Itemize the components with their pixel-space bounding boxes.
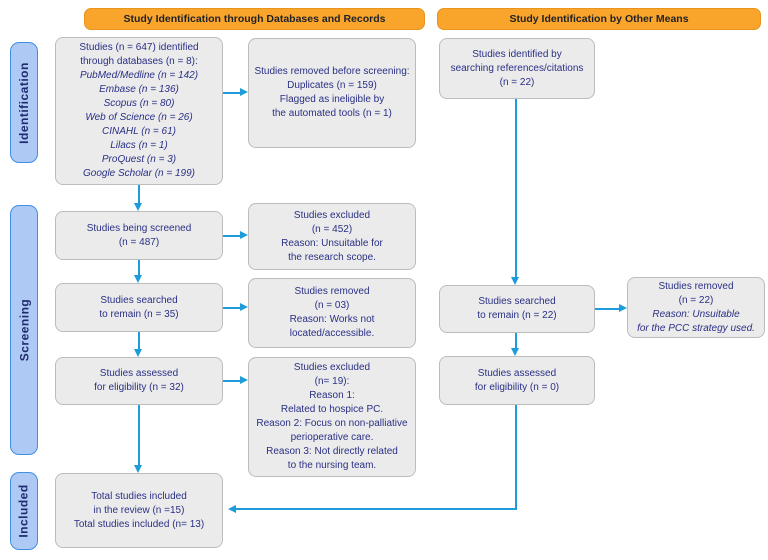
arrow-other-searched-to-assessed <box>515 333 517 349</box>
arrow-identified-to-screened-head <box>134 203 142 211</box>
box-removed-before-screening: Studies removed before screening: Duplic… <box>248 38 416 148</box>
text-line: Reason: Unsuitable for <box>281 237 383 249</box>
arrow-assessed-to-excluded <box>223 380 241 382</box>
box-studies-assessed-eligibility-0: Studies assessed for eligibility (n = 0) <box>439 356 595 405</box>
stage-label-identification-text: Identification <box>17 61 32 144</box>
text-line: for eligibility (n = 0) <box>474 381 560 393</box>
arrow-other-identified-to-searched <box>515 99 517 277</box>
text-line: Total studies included <box>91 490 187 502</box>
text-line: (n = 22) <box>678 294 714 306</box>
text-line: Studies being screened <box>86 222 192 234</box>
text-line: (n = 03) <box>314 300 350 311</box>
box-studies-removed-22: Studies removed (n = 22) Reason: Unsuita… <box>627 277 765 338</box>
text-line: to the nursing team. <box>287 460 377 471</box>
text-line: the research scope. <box>288 251 376 263</box>
stage-label-included: Included <box>10 472 38 550</box>
arrow-screened-to-excluded <box>223 235 241 237</box>
text-line: to remain (n = 22) <box>477 310 557 321</box>
box-studies-identified-other-means: Studies identified by searching referenc… <box>439 38 595 99</box>
text-line: through databases (n = 8): <box>80 56 198 67</box>
text-line: Duplicates (n = 159) <box>287 80 377 91</box>
arrow-assessed-to-included <box>138 405 140 466</box>
arrow-other-assessed-to-included-head <box>228 505 236 513</box>
text-line: CINAHL (n = 61) <box>101 126 176 137</box>
text-line: Reason 1: <box>309 390 355 401</box>
text-line: the automated tools (n = 1) <box>272 108 392 119</box>
stage-label-screening: Screening <box>10 205 38 455</box>
box-studies-removed-03: Studies removed (n = 03) Reason: Works n… <box>248 278 416 348</box>
text-line: Studies searched <box>100 294 178 306</box>
arrow-screened-to-searched-head <box>134 275 142 283</box>
text-line: Reason: Unsuitable <box>652 308 740 320</box>
arrow-screened-to-searched <box>138 260 140 276</box>
text-line: for eligibility (n = 32) <box>94 382 184 393</box>
text-line: Studies excluded <box>293 362 371 373</box>
text-line: Studies (n = 647) identified <box>79 42 199 53</box>
text-line: searching references/citations <box>450 62 584 74</box>
arrow-other-identified-to-searched-head <box>511 277 519 285</box>
text-line: Reason: Works not <box>289 314 375 325</box>
arrow-screened-to-excluded-head <box>240 231 248 239</box>
text-line: Studies removed <box>294 286 370 297</box>
text-line: Embase (n = 136) <box>99 84 179 95</box>
arrow-assessed-to-excluded-head <box>240 376 248 384</box>
stage-label-identification: Identification <box>10 42 38 163</box>
text-line: Related to hospice PC. <box>280 404 384 415</box>
text-line: Flagged as ineligible by <box>279 94 385 105</box>
text-line: Studies removed before screening: <box>254 66 410 77</box>
text-line: Studies assessed <box>99 368 179 379</box>
arrow-other-searched-to-removed-head <box>619 304 627 312</box>
stage-label-included-text: Included <box>17 484 31 538</box>
arrow-searched-to-assessed <box>138 332 140 350</box>
text-line: Google Scholar (n = 199) <box>82 168 195 179</box>
text-line: PubMed/Medline (n = 142) <box>79 70 199 81</box>
box-studies-being-screened: Studies being screened (n = 487) <box>55 211 223 260</box>
text-line: Web of Science (n = 26) <box>85 112 193 123</box>
arrow-other-searched-to-removed <box>595 308 619 310</box>
text-line: (n = 22) <box>499 76 535 88</box>
box-studies-excluded-452: Studies excluded (n = 452) Reason: Unsui… <box>248 203 416 270</box>
arrow-other-assessed-to-included-vertical <box>515 405 517 510</box>
header-other-means: Study Identification by Other Means <box>437 8 761 30</box>
arrow-identified-to-screened <box>138 185 140 204</box>
arrow-assessed-to-included-head <box>134 465 142 473</box>
text-line: to remain (n = 35) <box>99 308 179 320</box>
text-line: Reason 2: Focus on non-palliative <box>256 418 408 429</box>
arrow-identified-to-removed-head <box>240 88 248 96</box>
text-line: Studies identified by <box>472 48 562 60</box>
text-line: (n = 452) <box>311 223 353 235</box>
header-databases-records: Study Identification through Databases a… <box>84 8 425 30</box>
box-studies-searched-remain-22: Studies searched to remain (n = 22) <box>439 285 595 333</box>
text-line: Lilacs (n = 1) <box>110 140 168 151</box>
arrow-searched-to-removed-head <box>240 303 248 311</box>
text-line: located/accessible. <box>289 328 375 339</box>
text-line: ProQuest (n = 3) <box>101 154 177 165</box>
arrow-identified-to-removed <box>223 92 241 94</box>
box-studies-identified-databases: Studies (n = 647) identified through dat… <box>55 37 223 185</box>
arrow-other-searched-to-assessed-head <box>511 348 519 356</box>
text-line: (n = 487) <box>118 236 160 248</box>
text-line: perioperative care. <box>290 432 374 443</box>
arrow-searched-to-assessed-head <box>134 349 142 357</box>
text-line: Studies excluded <box>293 209 371 221</box>
stage-label-screening-text: Screening <box>17 298 31 362</box>
text-line: Studies assessed <box>477 367 557 379</box>
text-line: Studies removed <box>658 280 734 292</box>
box-studies-assessed-eligibility-32: Studies assessed for eligibility (n = 32… <box>55 357 223 405</box>
box-studies-searched-remain-35: Studies searched to remain (n = 35) <box>55 283 223 332</box>
text-line: Reason 3: Not directly related <box>266 446 398 457</box>
text-line: (n= 19): <box>314 376 350 387</box>
text-line: Scopus (n = 80) <box>103 98 175 109</box>
text-line: Total studies included (n= 13) <box>73 518 205 530</box>
arrow-searched-to-removed <box>223 307 241 309</box>
text-line: Studies searched <box>478 296 556 307</box>
box-total-studies-included: Total studies included in the review (n … <box>55 473 223 548</box>
box-studies-excluded-19: Studies excluded (n= 19): Reason 1: Rela… <box>248 357 416 477</box>
arrow-other-assessed-to-included-horizontal <box>236 508 517 510</box>
text-line: for the PCC strategy used. <box>637 322 755 334</box>
text-line: in the review (n =15) <box>93 504 185 516</box>
